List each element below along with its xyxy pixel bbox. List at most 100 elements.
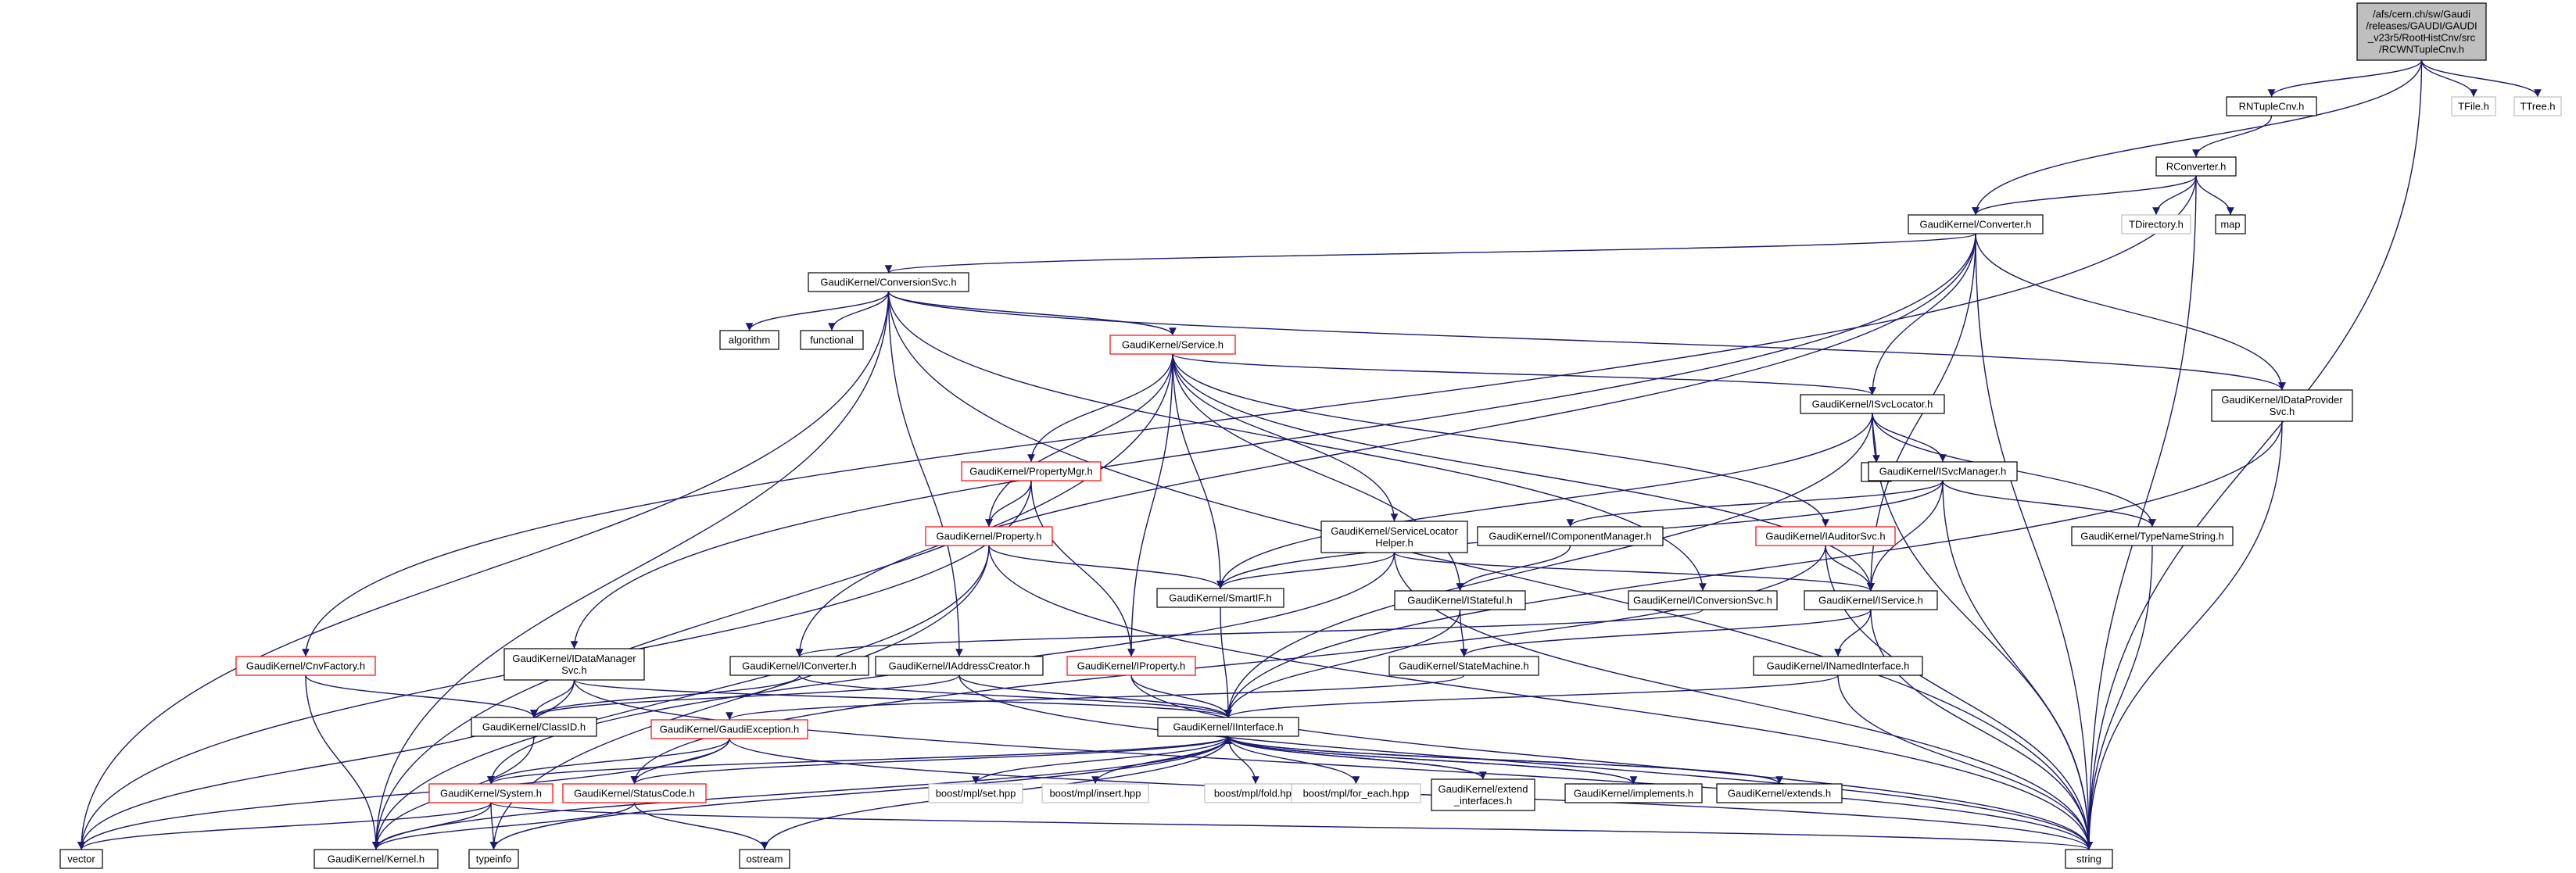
node-box[interactable] [808,272,969,292]
node-box[interactable] [2121,214,2191,234]
rntuplecnv-node[interactable]: RNTupleCnv.h [2226,96,2317,116]
node-box[interactable] [1800,394,1945,414]
node-box[interactable] [1868,461,2018,481]
node-box[interactable] [1755,526,1896,546]
node-box[interactable] [235,656,376,676]
statuscode-node[interactable]: GaudiKernel/StatusCode.h [562,783,707,803]
iconversionsvc-node[interactable]: GaudiKernel/IConversionSvc.h [1628,590,1778,610]
node-box[interactable] [1628,590,1778,610]
tfile-node[interactable]: TFile.h [2451,96,2496,116]
istateful-node[interactable]: GaudiKernel/IStateful.h [1394,590,1526,610]
iconverter-node[interactable]: GaudiKernel/IConverter.h [729,656,869,676]
node-box[interactable] [1109,335,1236,355]
node-box[interactable] [875,656,1044,676]
system-node[interactable]: GaudiKernel/System.h [428,783,554,803]
ttree-node[interactable]: TTree.h [2513,96,2562,116]
node-box[interactable] [650,719,808,739]
node-box[interactable] [2226,96,2317,116]
node-label: map [2220,219,2240,231]
isvcmanager-node[interactable]: GaudiKernel/ISvcManager.h [1868,461,2018,481]
node-box[interactable] [925,526,1053,546]
iservice-node[interactable]: GaudiKernel/IService.h [1804,590,1938,610]
converter-node[interactable]: GaudiKernel/Converter.h [1908,214,2044,234]
extends-node[interactable]: GaudiKernel/extends.h [1716,783,1843,803]
node-box[interactable] [1388,656,1539,676]
node-box[interactable] [1431,778,1535,811]
kernel-node[interactable]: GaudiKernel/Kernel.h [313,849,439,869]
algorithm-node[interactable]: algorithm [719,330,779,350]
node-box[interactable] [1041,783,1149,803]
propertymgr-node[interactable]: GaudiKernel/PropertyMgr.h [961,461,1102,481]
node-box[interactable] [1394,590,1526,610]
node-box[interactable] [729,656,869,676]
cnvfactory-node[interactable]: GaudiKernel/CnvFactory.h [235,656,376,676]
ostream-node[interactable]: ostream [739,849,790,869]
node-box[interactable] [1157,717,1299,737]
node-box[interactable] [1204,783,1307,803]
node-box[interactable] [59,849,103,869]
dependency-edge [1872,413,1947,463]
node-box[interactable] [503,648,645,681]
string-node[interactable]: string [2065,849,2113,869]
root-node[interactable]: /afs/cern.ch/sw/Gaudi/releases/GAUDI/GAU… [2356,2,2487,61]
node-box[interactable] [468,849,519,869]
node-box[interactable] [928,783,1023,803]
isvclocator-node[interactable]: GaudiKernel/ISvcLocator.h [1800,394,1945,414]
rconverter-node[interactable]: RConverter.h [2155,156,2237,177]
iproperty-node[interactable]: GaudiKernel/IProperty.h [1066,656,1196,676]
iaddresscreator-node[interactable]: GaudiKernel/IAddressCreator.h [875,656,1044,676]
property-node[interactable]: GaudiKernel/Property.h [925,526,1053,546]
node-box[interactable] [1753,656,1923,676]
node-box[interactable] [471,717,597,737]
node-box[interactable] [1564,783,1703,803]
extend-interfaces-node[interactable]: GaudiKernel/extend_interfaces.h [1431,778,1535,811]
typenamestring-node[interactable]: GaudiKernel/TypeNameString.h [2071,526,2234,546]
conversionsvc-node[interactable]: GaudiKernel/ConversionSvc.h [808,272,969,292]
node-box[interactable] [1804,590,1938,610]
node-box[interactable] [313,849,439,869]
node-box[interactable] [1156,588,1284,608]
typeinfo-node[interactable]: typeinfo [468,849,519,869]
node-box[interactable] [428,783,554,803]
statemachine-node[interactable]: GaudiKernel/StateMachine.h [1388,656,1539,676]
node-box[interactable] [2211,389,2353,422]
node-box[interactable] [719,330,779,350]
mplforeach-node[interactable]: boost/mpl/for_each.hpp [1291,783,1421,803]
node-box[interactable] [739,849,790,869]
node-box[interactable] [2451,96,2496,116]
node-box[interactable] [800,330,864,350]
iinterface-node[interactable]: GaudiKernel/IInterface.h [1157,717,1299,737]
node-box[interactable] [1716,783,1843,803]
node-box[interactable] [1320,521,1468,553]
map-node[interactable]: map [2215,214,2246,234]
node-box[interactable] [562,783,707,803]
iauditorsvc-node[interactable]: GaudiKernel/IAuditorSvc.h [1755,526,1896,546]
node-box[interactable] [961,461,1102,481]
mplset-node[interactable]: boost/mpl/set.hpp [928,783,1023,803]
inamedinterface-node[interactable]: GaudiKernel/INamedInterface.h [1753,656,1923,676]
node-box[interactable] [2215,214,2246,234]
mplfold-node[interactable]: boost/mpl/fold.hpp [1204,783,1307,803]
node-box[interactable] [1291,783,1421,803]
implements-node[interactable]: GaudiKernel/implements.h [1564,783,1703,803]
icomponentmanager-node[interactable]: GaudiKernel/IComponentManager.h [1477,526,1664,546]
node-box[interactable] [2513,96,2562,116]
vector-node[interactable]: vector [59,849,103,869]
classid-node[interactable]: GaudiKernel/ClassID.h [471,717,597,737]
node-box[interactable] [1066,656,1196,676]
node-box[interactable] [1477,526,1664,546]
gaudiexception-node[interactable]: GaudiKernel/GaudiException.h [650,719,808,739]
node-box[interactable] [1908,214,2044,234]
tdirectory-node[interactable]: TDirectory.h [2121,214,2191,234]
node-box[interactable] [2065,849,2113,869]
service-node[interactable]: GaudiKernel/Service.h [1109,335,1236,355]
smartif-node[interactable]: GaudiKernel/SmartIF.h [1156,588,1284,608]
functional-node[interactable]: functional [800,330,864,350]
node-box[interactable] [2071,526,2234,546]
node-box[interactable] [2356,2,2487,61]
mplinsert-node[interactable]: boost/mpl/insert.hpp [1041,783,1149,803]
node-box[interactable] [2155,156,2237,177]
